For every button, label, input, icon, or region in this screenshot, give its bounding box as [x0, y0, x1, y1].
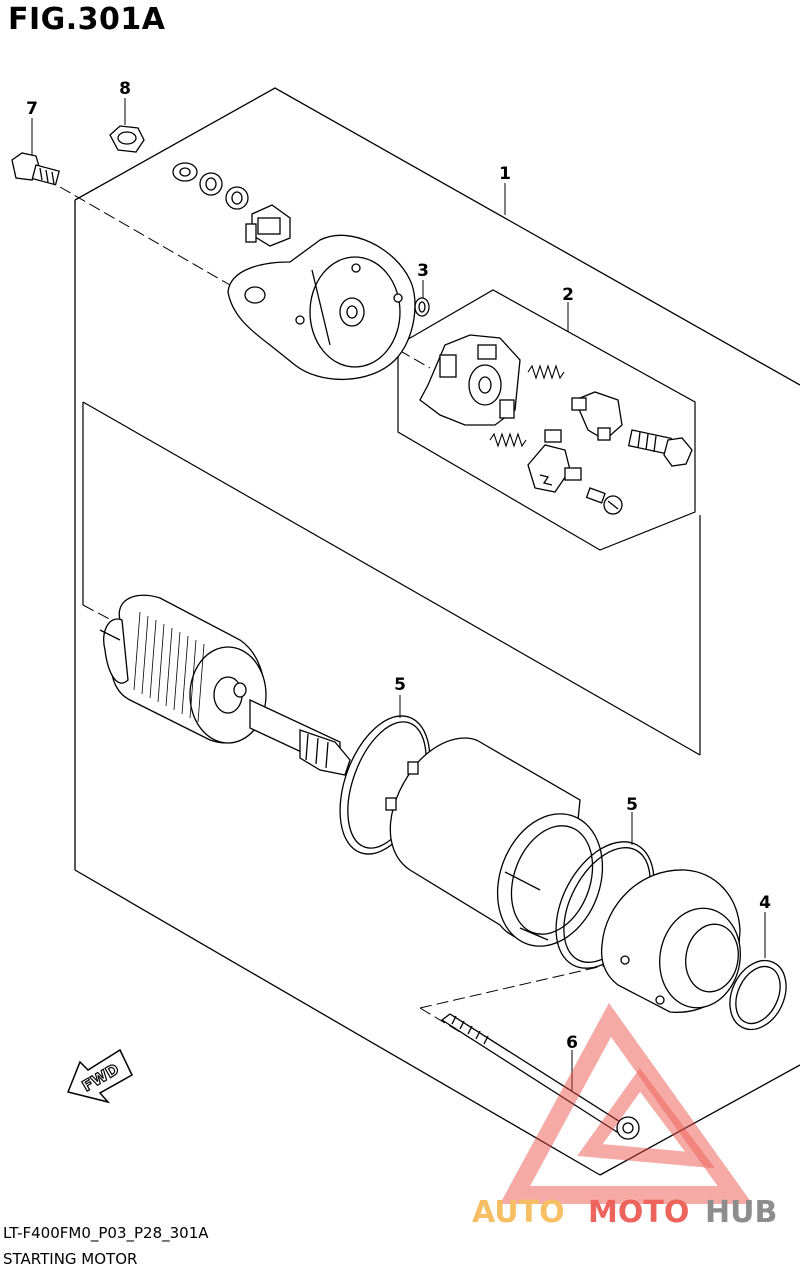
assembly-outline [74, 87, 800, 1176]
o-ring-part-4 [729, 959, 787, 1031]
callout-6: 6 [566, 1033, 578, 1053]
callout-5a: 5 [394, 675, 406, 695]
through-bolt-part-6 [440, 1013, 640, 1140]
end-cover-housing [227, 234, 416, 381]
figure-title: FIG.301A [8, 2, 166, 37]
callout-8: 8 [119, 79, 131, 99]
yoke-housing [385, 737, 604, 947]
terminal-bolt [627, 429, 693, 467]
brush-plate-upper [571, 391, 623, 441]
brush-plate-lower [527, 429, 582, 493]
watermark-moto: MOTO [588, 1195, 689, 1230]
brush-holder-box [397, 289, 696, 551]
armature-box [82, 401, 701, 756]
callout-7: 7 [26, 99, 38, 119]
washers-stack [172, 162, 249, 210]
callout-3: 3 [417, 261, 429, 281]
watermark-hub: HUB [705, 1195, 777, 1230]
fwd-arrow-icon: FWD [66, 1048, 133, 1104]
watermark-auto: AUTO [472, 1195, 565, 1230]
callout-leaders [31, 98, 766, 1095]
brush-holder-part-2 [419, 334, 521, 426]
footer-description: STARTING MOTOR [3, 1250, 138, 1268]
small-screw [585, 487, 623, 515]
callout-labels: 1 2 3 4 5 5 6 7 8 [26, 79, 771, 1053]
footer-code: LT-F400FM0_P03_P28_301A [3, 1224, 209, 1242]
nut-part-8 [109, 125, 145, 153]
armature [99, 594, 351, 776]
callout-1: 1 [499, 164, 511, 184]
brush-springs [489, 364, 565, 448]
commutator-segments [133, 611, 205, 723]
bushing [245, 204, 291, 247]
front-housing [600, 869, 741, 1013]
bolt-part-7 [11, 152, 60, 186]
watermark-logo: AUTO MOTO HUB [472, 1003, 777, 1230]
callout-5b: 5 [626, 795, 638, 815]
o-ring-part-3 [414, 297, 430, 317]
callout-4: 4 [759, 893, 771, 913]
callout-2: 2 [562, 285, 574, 305]
